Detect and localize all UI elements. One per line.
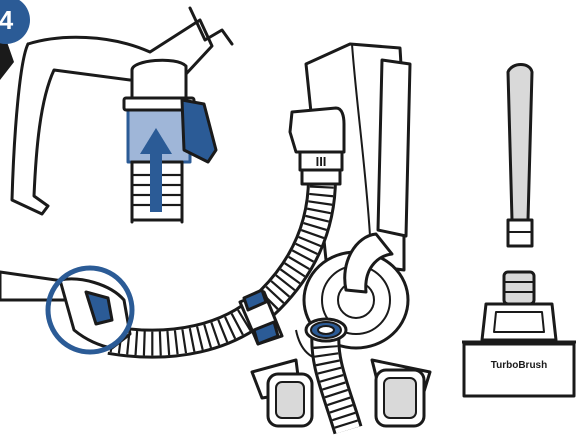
handle-inset xyxy=(12,8,232,222)
connector-housing xyxy=(290,108,344,152)
left-wheel-hub xyxy=(276,382,304,418)
clip-marking: III xyxy=(316,154,327,169)
rear-tube xyxy=(378,60,410,236)
turbobrush-label: TurboBrush xyxy=(491,360,547,371)
turbobrush-neck xyxy=(504,272,534,304)
turbobrush-tool: TurboBrush xyxy=(462,272,576,396)
crevice-tool-body xyxy=(508,65,532,221)
right-wheel-hub xyxy=(384,378,416,418)
handle-grip xyxy=(12,44,130,214)
crevice-tool xyxy=(508,65,532,247)
step-number: 4 xyxy=(0,5,14,35)
hose-top-connector: III xyxy=(290,108,344,184)
connector-collar xyxy=(302,170,340,184)
release-latch xyxy=(182,100,216,162)
hose-handle xyxy=(0,272,130,348)
